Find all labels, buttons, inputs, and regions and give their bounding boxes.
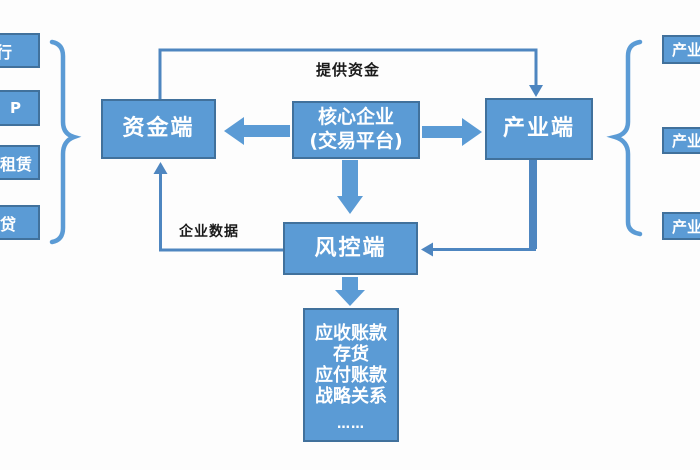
right-partial-box-industry-1: 产业 (662, 35, 700, 64)
left-partial-box-loan: 贷 (0, 205, 40, 240)
right-partial-box-label: 产业 (672, 217, 700, 236)
left-partial-box-label: P (10, 99, 21, 117)
core-enterprise-node: 核心企业 (交易平台) (292, 101, 420, 159)
right-curly-brace-icon (49, 39, 82, 245)
left-partial-box-bank: 行 (0, 33, 40, 68)
left-partial-box-label: 贷 (0, 214, 17, 234)
right-partial-box-label: 产业 (672, 41, 700, 59)
assets-ellipsis: …… (337, 417, 365, 432)
core-enterprise-label-line1: 核心企业 (317, 106, 394, 129)
provide-funding-label: 提供资金 (315, 61, 380, 79)
risk-control-node: 风控端 (283, 222, 418, 275)
down-arrowhead-icon (529, 85, 543, 97)
assets-line-strategy: 战略关系 (315, 386, 387, 407)
left-arrowhead-icon (421, 242, 433, 257)
assets-line-receivables: 应收账款 (315, 323, 387, 344)
left-partial-box-leasing: 租赁 (0, 145, 40, 180)
right-partial-box-label: 产业 (672, 132, 700, 150)
left-partial-box-label: 租赁 (0, 154, 33, 174)
assets-line-inventory: 存货 (333, 344, 369, 365)
right-partial-box-industry-2: 产业 (662, 127, 700, 154)
industry-side-node: 产业端 (485, 98, 593, 160)
funding-side-node: 资金端 (101, 99, 216, 159)
up-arrowhead-icon (153, 162, 168, 174)
risk-control-label: 风控端 (314, 235, 387, 261)
left-partial-box-p2p: P (0, 90, 40, 126)
risk-to-assets-arrow-icon (335, 277, 365, 306)
left-partial-box-label: 行 (0, 39, 12, 63)
core-enterprise-label-line2: (交易平台) (309, 130, 403, 152)
assets-line-payables: 应付账款 (315, 365, 387, 386)
enterprise-data-label: 企业数据 (179, 224, 239, 240)
industry-side-label: 产业端 (502, 116, 575, 142)
core-to-funding-arrow-icon (224, 117, 290, 145)
right-partial-box-industry-3: 产业 (662, 212, 700, 240)
funding-side-label: 资金端 (122, 116, 195, 142)
core-to-industry-arrow-icon (422, 118, 482, 146)
core-to-risk-arrow-icon (337, 160, 363, 214)
assets-node: 应收账款 存货 应付账款 战略关系 …… (303, 308, 399, 442)
left-curly-brace-icon (606, 39, 643, 237)
